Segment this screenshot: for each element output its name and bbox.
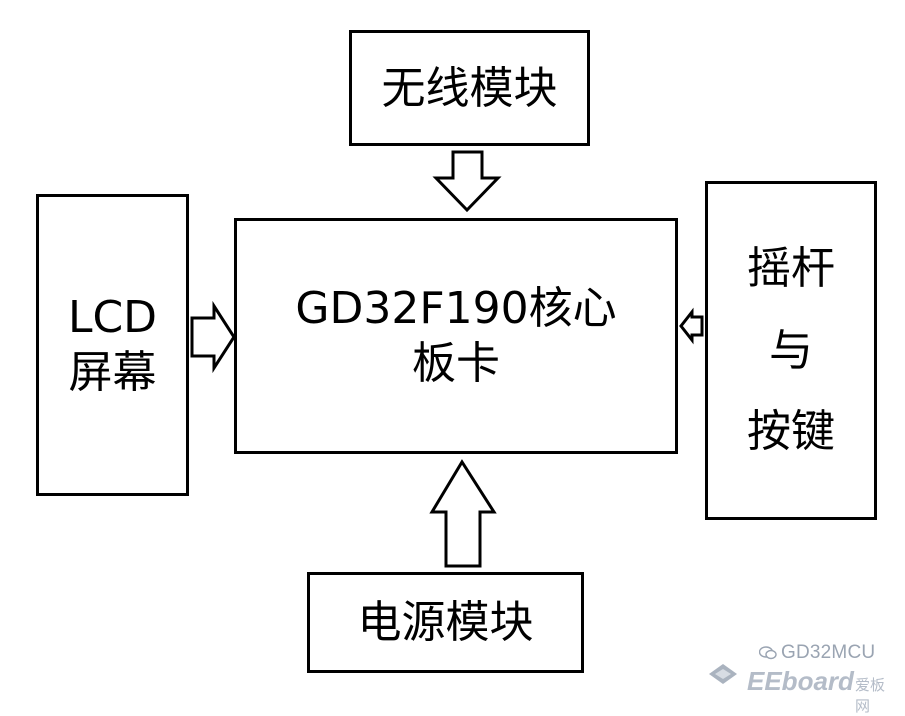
wireless-module-label: 无线模块	[381, 62, 558, 114]
lcd-screen-block: LCD 屏幕	[36, 194, 189, 496]
wechat-icon	[759, 646, 777, 660]
watermark: GD32MCU EEboard 爱板网	[707, 642, 897, 715]
core-board-label-line2: 板卡	[412, 338, 500, 389]
watermark-account: GD32MCU	[781, 642, 876, 663]
arrow-joystick-to-core	[679, 307, 704, 345]
power-module-label: 电源模块	[357, 597, 534, 648]
joystick-label-line2: 与	[769, 324, 813, 376]
core-board-block: GD32F190核心 板卡	[234, 218, 678, 454]
arrow-power-to-core	[429, 459, 497, 568]
watermark-brand: EEboard	[747, 666, 854, 696]
lcd-label-line1: LCD	[67, 292, 158, 343]
wireless-module-block: 无线模块	[349, 30, 590, 146]
eeboard-logo-icon	[709, 664, 737, 684]
lcd-label-line2: 屏幕	[68, 347, 157, 398]
joystick-label-line1: 摇杆	[747, 243, 835, 295]
arrow-lcd-to-core	[190, 300, 236, 374]
core-board-label-line1: GD32F190核心	[295, 283, 617, 334]
joystick-label-line3: 按键	[747, 406, 835, 458]
arrow-wireless-to-core	[432, 150, 502, 213]
watermark-brand-cn: 爱板网	[855, 676, 886, 715]
joystick-keys-block: 摇杆 与 按键	[705, 181, 877, 520]
power-module-block: 电源模块	[307, 572, 584, 673]
